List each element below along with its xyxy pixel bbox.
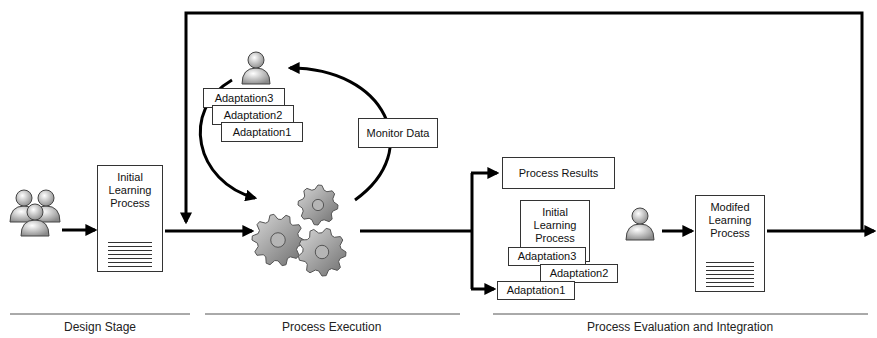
node-text: Adaptation1 [233, 126, 292, 139]
person-head [38, 190, 54, 206]
person-body [242, 68, 270, 84]
flow-line [360, 230, 472, 233]
node-text: Adaptation2 [224, 109, 283, 122]
person-head [16, 190, 32, 206]
person-body [21, 220, 49, 236]
split-line [471, 173, 474, 289]
stage-label: Process Evaluation and Integration [587, 320, 773, 334]
process-box: Monitor Data [358, 118, 438, 148]
gear [298, 228, 346, 276]
text-lines [108, 242, 153, 267]
node-text: Modifed Learning Process [700, 201, 760, 240]
node-text: Adaptation3 [518, 250, 577, 263]
stage-rules [10, 314, 868, 315]
node-text: Adaptation2 [550, 267, 609, 280]
node-text: Initial Learning Process [102, 171, 158, 210]
text-lines [706, 262, 754, 287]
stage-label: Design Stage [64, 320, 136, 334]
stage-label: Process Execution [282, 320, 381, 334]
stage-rule [493, 314, 868, 315]
person-head [27, 204, 43, 220]
stage-rule [205, 314, 460, 315]
document-box: Initial Learning Process [97, 165, 163, 272]
flow-arrow [662, 230, 692, 233]
process-box: Adaptation1 [497, 281, 575, 300]
node-text: Adaptation1 [507, 284, 566, 297]
process-box: Adaptation1 [221, 122, 303, 142]
flow-arrow [165, 230, 252, 233]
flow-arrow [62, 229, 95, 232]
gears-illustration [252, 185, 346, 276]
flow-arrow [471, 172, 497, 175]
flow-arrow [767, 230, 874, 233]
person-head [248, 52, 264, 68]
flow-arrow [471, 288, 494, 291]
person-head [632, 208, 648, 224]
node-text: Monitor Data [367, 127, 430, 140]
document-box: Modifed Learning Process [695, 195, 765, 292]
person-body [626, 224, 654, 240]
gear-hub [271, 233, 286, 248]
stage-rule [10, 314, 190, 315]
gear [298, 185, 338, 225]
node-text: Initial Learning Process [525, 206, 585, 245]
node-text: Adaptation3 [215, 92, 274, 105]
process-box: Process Results [502, 157, 615, 189]
gear-hub [312, 199, 323, 210]
gear-hub [315, 245, 328, 258]
gear [252, 214, 304, 265]
node-text: Process Results [519, 167, 598, 180]
